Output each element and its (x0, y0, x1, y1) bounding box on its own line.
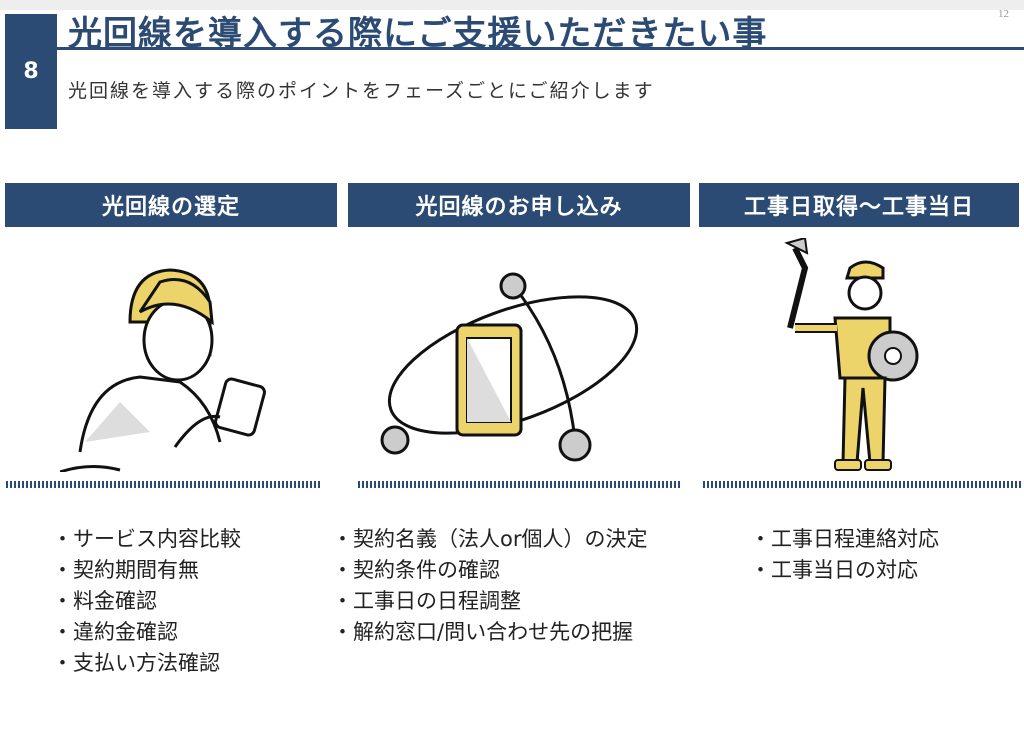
column-header-construction: 工事日取得〜工事当日 (699, 183, 1019, 227)
dotted-divider-3 (703, 481, 1021, 488)
top-band (0, 0, 1024, 10)
selection-checklist: サービス内容比較 契約期間有無 料金確認 違約金確認 支払い方法確認 (52, 524, 241, 679)
application-checklist: 契約名義（法人or個人）の決定 契約条件の確認 工事日の日程調整 解約窓口/問い… (332, 524, 647, 648)
smartphone-orbit-illustration (380, 272, 639, 462)
list-item: 契約期間有無 (52, 555, 241, 586)
list-item: 支払い方法確認 (52, 648, 241, 679)
list-item: 解約窓口/問い合わせ先の把握 (332, 617, 647, 648)
list-item: 工事日の日程調整 (332, 586, 647, 617)
page-number: 12 (998, 8, 1009, 20)
list-item: 工事日程連絡対応 (750, 524, 939, 555)
list-item: 契約条件の確認 (332, 555, 647, 586)
page-subtitle: 光回線を導入する際のポイントをフェーズごとにご紹介します (68, 80, 655, 102)
list-item: 工事当日の対応 (750, 555, 939, 586)
dotted-divider-1 (6, 481, 321, 488)
list-item: 契約名義（法人or個人）の決定 (332, 524, 647, 555)
title-divider (57, 47, 1024, 50)
list-item: サービス内容比較 (52, 524, 241, 555)
woman-smartphone-illustration (60, 268, 266, 472)
construction-checklist: 工事日程連絡対応 工事当日の対応 (750, 524, 939, 586)
section-number-badge: 8 (5, 14, 57, 129)
column-header-application: 光回線のお申し込み (348, 183, 690, 227)
worker-wrench-illustration (784, 238, 919, 471)
column-header-selection: 光回線の選定 (5, 183, 337, 227)
list-item: 違約金確認 (52, 617, 241, 648)
list-item: 料金確認 (52, 586, 241, 617)
dotted-divider-2 (358, 481, 680, 488)
